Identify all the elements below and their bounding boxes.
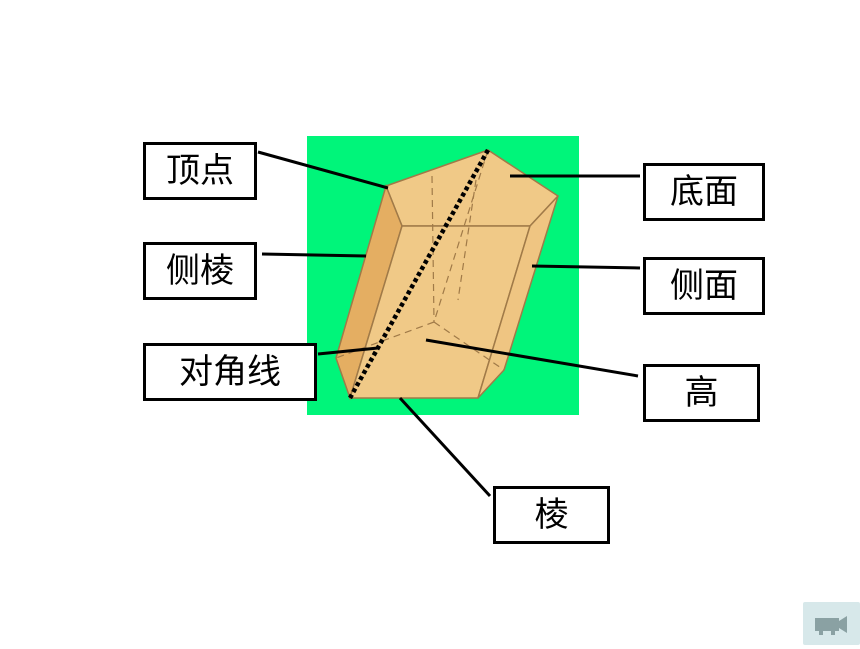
label-base-face: 底面 xyxy=(643,163,765,221)
nav-button[interactable] xyxy=(803,602,860,645)
label-lateral-edge: 侧棱 xyxy=(143,242,257,300)
leader-height xyxy=(425,338,639,378)
label-lateral-face: 侧面 xyxy=(643,257,765,315)
projector-icon xyxy=(815,616,847,635)
leader-lateral-face xyxy=(531,264,641,270)
label-diagonal: 对角线 xyxy=(143,343,317,401)
leader-lines xyxy=(257,150,641,498)
label-edge: 棱 xyxy=(493,486,610,544)
leader-vertex xyxy=(257,150,389,190)
diagonal-line xyxy=(348,148,490,400)
leader-edge xyxy=(398,396,492,498)
leader-diagonal xyxy=(317,346,379,356)
label-height: 高 xyxy=(643,364,760,422)
label-vertex: 顶点 xyxy=(143,142,257,200)
leader-lateral-edge xyxy=(261,252,367,258)
